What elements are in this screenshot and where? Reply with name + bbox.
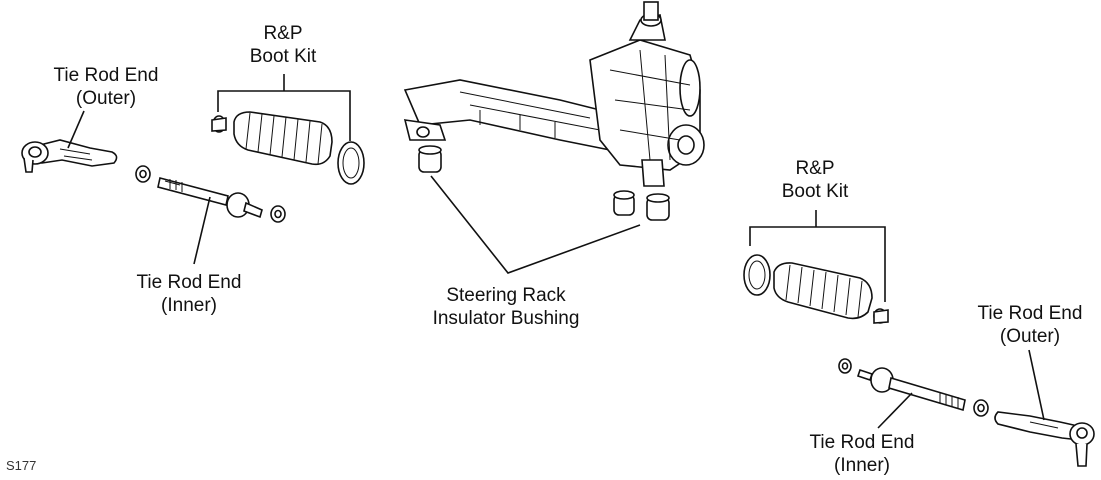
right-inner-tie-rod-part bbox=[838, 358, 989, 417]
left-jam-nut-part bbox=[135, 165, 151, 183]
right-boot-part bbox=[743, 254, 889, 324]
label-tie-rod-outer-right: Tie Rod End (Outer) bbox=[968, 302, 1092, 348]
label-line: Insulator Bushing bbox=[432, 308, 580, 329]
label-line: Tie Rod End bbox=[809, 432, 915, 453]
label-line: (Inner) bbox=[161, 295, 217, 316]
left-boot-part bbox=[211, 111, 365, 185]
label-line: (Outer) bbox=[75, 88, 137, 109]
label-line: Tie Rod End bbox=[136, 272, 242, 293]
right-outer-tie-rod-end-part bbox=[994, 411, 1095, 467]
label-line: Boot Kit bbox=[249, 46, 317, 67]
label-line: R&P bbox=[795, 158, 835, 179]
label-insulator-bushing: Steering Rack Insulator Bushing bbox=[418, 284, 594, 330]
label-tie-rod-inner-right: Tie Rod End (Inner) bbox=[800, 431, 924, 477]
steering-rack-assembly-part bbox=[403, 1, 705, 187]
label-line: Steering Rack bbox=[446, 285, 566, 306]
label-line: Tie Rod End bbox=[53, 65, 159, 86]
label-line: (Inner) bbox=[834, 455, 890, 476]
left-inner-tie-rod-part bbox=[157, 177, 286, 223]
label-boot-kit-right: R&P Boot Kit bbox=[760, 157, 870, 203]
figure-code: S177 bbox=[6, 458, 37, 473]
label-boot-kit-left: R&P Boot Kit bbox=[228, 22, 338, 68]
label-line: (Outer) bbox=[999, 326, 1061, 347]
label-tie-rod-outer-left: Tie Rod End (Outer) bbox=[45, 64, 167, 110]
label-tie-rod-inner-left: Tie Rod End (Inner) bbox=[128, 271, 250, 317]
label-line: Tie Rod End bbox=[977, 303, 1083, 324]
left-outer-tie-rod-end-part bbox=[21, 139, 118, 173]
insulator-bushing-parts bbox=[418, 145, 670, 221]
label-line: Boot Kit bbox=[781, 181, 849, 202]
label-line: R&P bbox=[263, 23, 303, 44]
